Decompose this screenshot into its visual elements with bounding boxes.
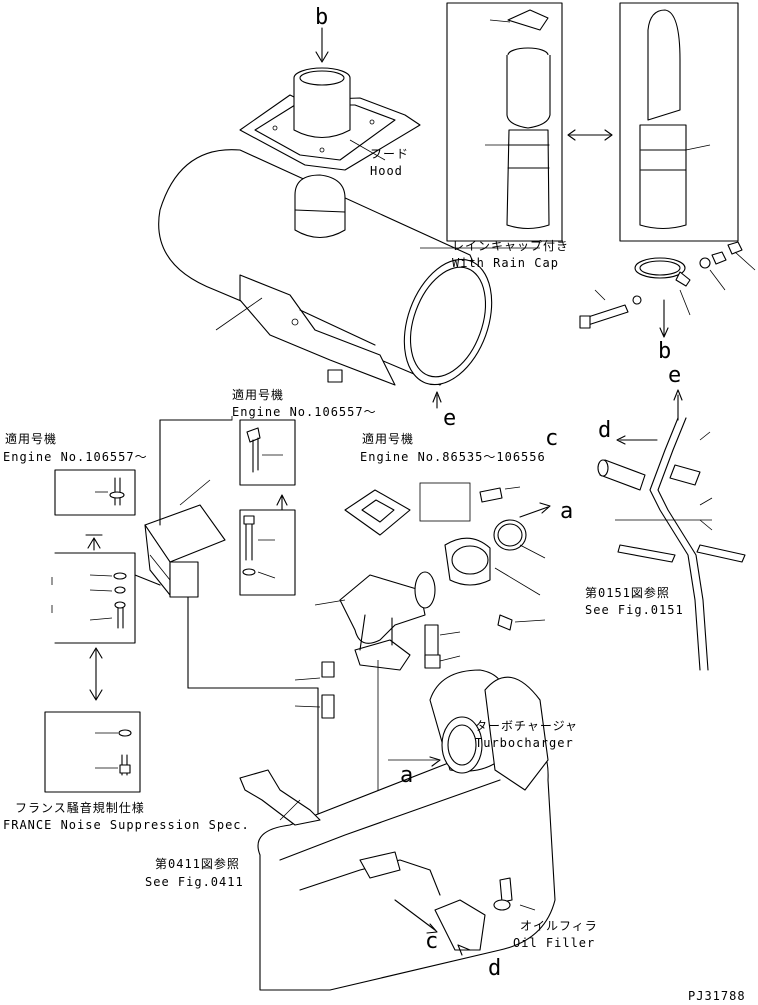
ref-letter-d-bottom: d (488, 956, 501, 981)
ref-letter-c-bottom: c (425, 929, 438, 954)
fig0151-jp-label: 第0151図参照 (585, 585, 670, 600)
turbo-en-label: Turbocharger (475, 736, 574, 750)
ref-letter-d-right: d (598, 418, 611, 443)
fig0411-en-label: See Fig.0411 (145, 875, 244, 889)
turbo-jp-label: ターボチャージャ (475, 719, 578, 733)
ref-letter-e-right: e (668, 363, 681, 388)
elbow-flange (294, 482, 551, 719)
hood (239, 27, 421, 171)
tail-pipe (597, 389, 746, 671)
leader-lines (231, 247, 540, 420)
fig0151-en-label: See Fig.0151 (585, 603, 684, 617)
ref-letter-a-turbo: a (400, 763, 413, 788)
engine-left-en-label: Engine No.106557～ (3, 450, 148, 464)
left-bracket (144, 419, 379, 880)
rain-cap-en-label: With Rain Cap (452, 256, 559, 270)
drawing-number: PJ31788 (688, 989, 746, 1003)
bolt-box-left-mid (51, 552, 161, 701)
bolt-box-mid (239, 509, 296, 596)
engine-mid-jp-label: 適用号機 (362, 431, 414, 446)
plain-pipe-box (619, 2, 739, 242)
bolt-box-left-bottom (44, 711, 141, 793)
swap-arrow (567, 129, 613, 141)
ref-letter-b-top: b (315, 5, 328, 30)
france-jp-label: フランス騒音規制仕様 (15, 800, 145, 815)
hood-en-label: Hood (370, 164, 403, 178)
engine-mid-en-label: Engine No.86535～106556 (360, 450, 546, 464)
muffler (158, 149, 493, 386)
clamp-assembly (579, 241, 756, 338)
bolt-box-left-top (54, 469, 136, 551)
ref-letter-a-right: a (560, 499, 573, 524)
callout-texts: フード Hood レインキャップ付き With Rain Cap 適用号機 En… (3, 147, 746, 1003)
ref-letter-e-muffler: e (443, 406, 456, 431)
oil-filler-jp-label: オイルフィラ (520, 919, 598, 933)
oil-filler-en-label: Oil Filler (513, 936, 595, 950)
hood-jp-label: フード (370, 147, 409, 161)
ref-letter-c-right: c (545, 426, 558, 451)
rain-cap-box (446, 2, 563, 242)
engine-block (239, 669, 556, 991)
ref-letter-b-right: b (658, 339, 671, 364)
bolt-box-top (239, 419, 296, 513)
engine-top-en-label: Engine No.106557～ (232, 405, 377, 419)
engine-left-jp-label: 適用号機 (5, 431, 57, 446)
fig0411-jp-label: 第0411図参照 (155, 856, 240, 871)
rain-cap-jp-label: レインキャップ付き (452, 239, 569, 253)
reference-letters: b b e e c d a a c d (315, 5, 681, 981)
engine-top-jp-label: 適用号機 (232, 387, 284, 402)
france-en-label: FRANCE Noise Suppression Spec. (3, 818, 250, 832)
